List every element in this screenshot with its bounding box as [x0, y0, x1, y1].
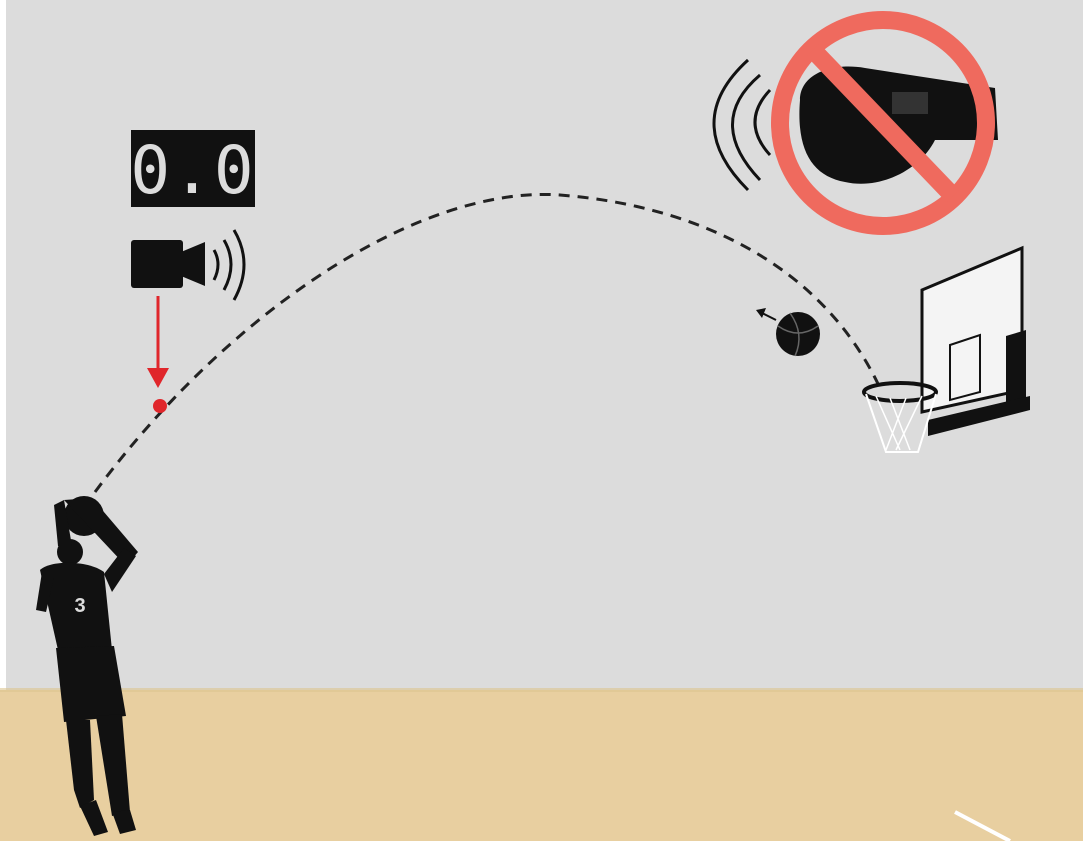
scoreboard-icon: 0.0	[130, 130, 255, 209]
scoreboard-display: 0.0	[130, 132, 255, 209]
jersey-number: 3	[74, 595, 85, 617]
release-point-dot	[153, 399, 167, 413]
court-floor	[0, 690, 1083, 841]
floor-edge-line	[0, 688, 1083, 692]
